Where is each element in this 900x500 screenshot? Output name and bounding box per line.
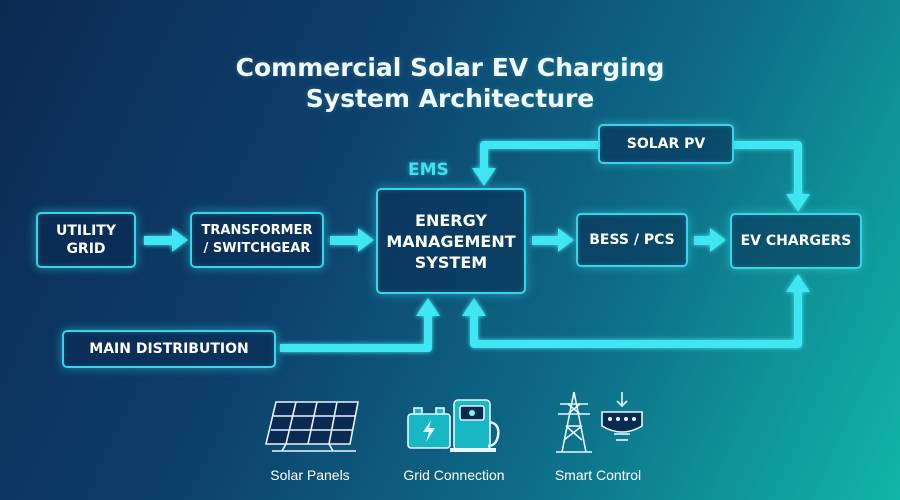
arrow-transformer-to-ems — [330, 228, 374, 252]
title-line-2: System Architecture — [305, 84, 595, 113]
arrow-ev-to-ems — [462, 274, 810, 348]
solar-pv-label: SOLAR PV — [626, 136, 706, 152]
solar-panel-icon — [264, 401, 359, 452]
arrow-utility-to-transformer — [144, 228, 188, 252]
arrow-solar-to-ev — [734, 141, 810, 212]
arrow-solar-to-ems — [472, 141, 598, 186]
transformer-line-1: TRANSFORMER — [201, 223, 313, 238]
node-ev-chargers: EV CHARGERS — [730, 213, 862, 269]
node-solar-pv: SOLAR PV — [598, 124, 734, 164]
arrow-bess-to-ev — [694, 228, 726, 252]
caption-grid-connection: Grid Connection — [403, 467, 505, 483]
node-main-distribution: MAIN DISTRIBUTION — [62, 330, 276, 368]
diagram-title: Commercial Solar EV Charging System Arch… — [0, 52, 900, 114]
ev-chargers-label: EV CHARGERS — [740, 233, 852, 249]
main-distribution-label: MAIN DISTRIBUTION — [89, 341, 249, 357]
title-line-1: Commercial Solar EV Charging — [235, 53, 665, 82]
grid-connection-icon — [407, 399, 500, 452]
ems-label: EMS — [408, 160, 449, 180]
bess-label: BESS / PCS — [589, 232, 675, 248]
node-utility-grid: UTILITY GRID — [36, 212, 136, 268]
utility-grid-line-1: UTILITY — [56, 223, 116, 239]
node-bess-pcs: BESS / PCS — [576, 213, 688, 267]
node-energy-management-system: ENERGY MANAGEMENT SYSTEM — [376, 188, 526, 294]
ems-line-1: ENERGY — [415, 210, 487, 230]
ems-line-2: MANAGEMENT — [386, 231, 516, 251]
caption-solar-panels: Solar Panels — [270, 467, 350, 483]
arrow-distribution-to-ems — [280, 298, 440, 352]
transformer-line-2: / SWITCHGEAR — [203, 241, 311, 256]
smart-control-icon — [556, 391, 643, 453]
caption-smart-control: Smart Control — [554, 467, 642, 483]
node-transformer-switchgear: TRANSFORMER / SWITCHGEAR — [190, 212, 324, 268]
arrow-ems-to-bess — [532, 228, 574, 252]
utility-grid-line-2: GRID — [66, 241, 106, 257]
ems-line-3: SYSTEM — [414, 252, 488, 272]
